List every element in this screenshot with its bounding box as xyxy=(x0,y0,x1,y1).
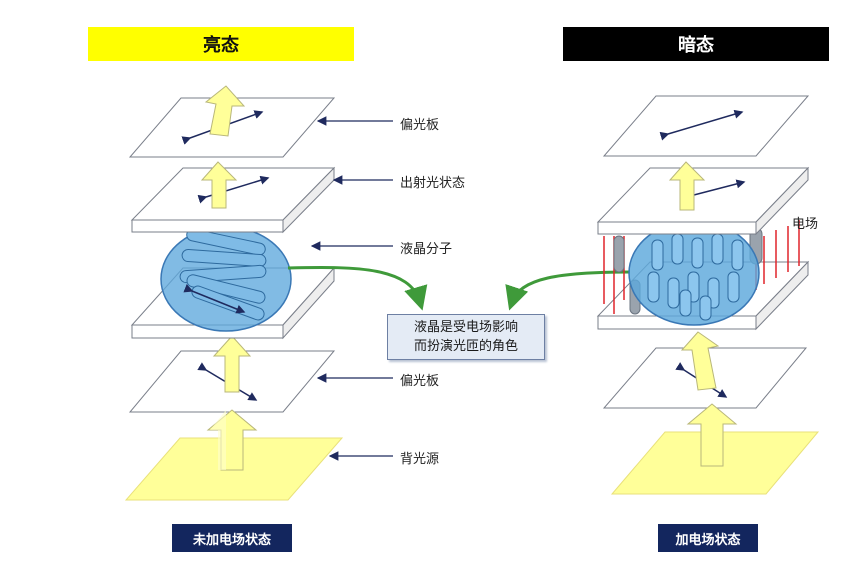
label-lc-molecule: 液晶分子 xyxy=(400,242,453,257)
left-top-arrow xyxy=(204,85,246,137)
field-state-label: 加电场状态 xyxy=(658,524,758,552)
label-polarizer-top: 偏光板 xyxy=(400,118,440,133)
note-line-1: 液晶是受电场影响 xyxy=(413,320,518,335)
note-line-2: 而扮演光匝的角色 xyxy=(413,339,518,354)
label-polarizer-bottom: 偏光板 xyxy=(400,374,440,389)
right-lc-molecules xyxy=(647,233,744,321)
right-top-polarizer xyxy=(602,95,810,157)
right-backlight-arrow xyxy=(686,403,738,467)
bright-state-title: 亮态 xyxy=(88,27,354,61)
label-electric-field: 电场 xyxy=(792,217,819,232)
left-mid-arrow xyxy=(212,335,252,393)
green-connector-left xyxy=(287,265,428,311)
label-backlight: 背光源 xyxy=(400,452,440,467)
label-output-light-state: 出射光状态 xyxy=(400,176,466,191)
lc-role-note: 液晶是受电场影响 而扮演光匝的角色 xyxy=(387,314,545,360)
no-field-state-label: 未加电场状态 xyxy=(172,524,292,552)
dark-state-title: 暗态 xyxy=(563,27,829,61)
green-connector-right xyxy=(505,270,631,311)
right-mid-arrow xyxy=(680,331,720,391)
